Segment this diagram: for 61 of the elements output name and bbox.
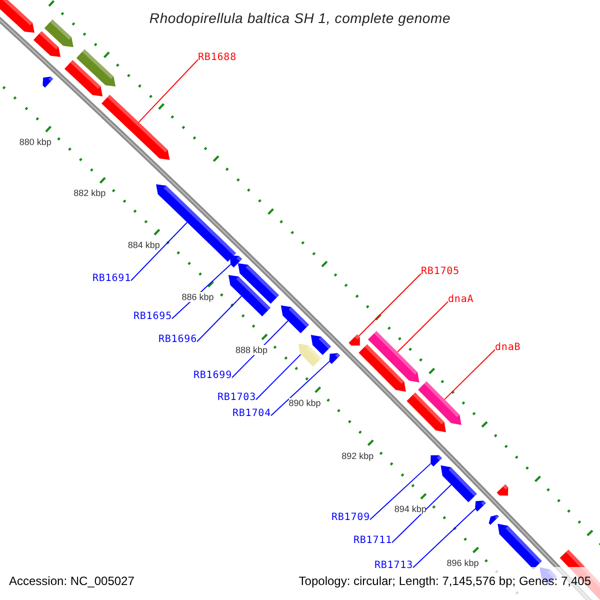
gene-feature <box>368 330 420 382</box>
scale-label: 884 kbp <box>128 240 160 250</box>
gene-label: RB1699 <box>193 368 232 382</box>
leader-line <box>270 361 330 416</box>
gene-feature <box>418 381 462 426</box>
gene-feature <box>101 94 170 160</box>
gene-feature <box>496 484 508 496</box>
leader-line <box>256 354 302 400</box>
gene-feature <box>0 0 34 33</box>
gene-feature <box>358 344 406 392</box>
gene-feature <box>44 19 74 48</box>
scale-label: 892 kbp <box>342 450 374 461</box>
title: Rhodopirellula baltica SH 1, complete genome <box>149 10 451 26</box>
scale-label: 882 kbp <box>74 188 106 198</box>
gene-feature <box>488 514 499 525</box>
gene-label: RB1695 <box>133 310 172 322</box>
gene-feature <box>406 392 446 432</box>
gene-feature <box>280 305 310 334</box>
scale-label: 880 kbp <box>19 137 52 148</box>
gene-label: RB1711 <box>353 534 392 546</box>
genome-stats-text: Topology: circular; Length: 7,145,576 bp; Genes: 7,405 <box>298 574 591 589</box>
gene-label: RB1713 <box>374 558 413 572</box>
gene-feature <box>230 255 242 268</box>
scale-label: 896 kbp <box>446 558 479 568</box>
gene-feature <box>348 334 360 346</box>
scale-label: 890 kbp <box>288 398 321 408</box>
gene-feature <box>498 524 542 570</box>
gene-label: dnaB <box>495 340 521 354</box>
gene-feature <box>430 455 442 467</box>
gene-feature <box>42 76 54 88</box>
leader-line <box>358 273 422 337</box>
gene-feature <box>64 60 103 96</box>
leader-line <box>396 301 448 353</box>
gene-label: RB1688 <box>198 50 237 64</box>
gene-label: dnaA <box>448 292 474 306</box>
leader-line <box>444 349 496 400</box>
gene-feature <box>310 334 332 356</box>
gene-feature <box>238 263 280 304</box>
leader-line <box>196 296 242 342</box>
gene-feature <box>33 31 61 57</box>
leader-line <box>392 484 452 544</box>
leader-line <box>130 222 188 282</box>
gene-feature <box>228 274 271 316</box>
leader-line <box>370 463 432 520</box>
gene-feature <box>329 353 340 364</box>
gene-feature <box>474 500 486 512</box>
accession-text: Accession: NC_005027 <box>9 574 134 589</box>
leader-line <box>138 59 198 123</box>
gene-feature <box>440 465 477 502</box>
gene-feature <box>298 344 322 367</box>
gene-label: RB1704 <box>232 406 271 420</box>
scale-label: 894 kbp <box>394 504 426 514</box>
gene-label: RB1709 <box>331 510 370 524</box>
gene-label: RB1703 <box>217 390 256 404</box>
gene-label: RB1696 <box>158 332 197 346</box>
scale-label: 888 kbp <box>235 344 268 355</box>
gene-label: RB1691 <box>92 272 131 284</box>
gene-label: RB1705 <box>421 264 460 278</box>
gene-feature <box>76 49 116 87</box>
scale-label: 886 kbp <box>182 292 214 302</box>
leader-line <box>412 508 476 568</box>
